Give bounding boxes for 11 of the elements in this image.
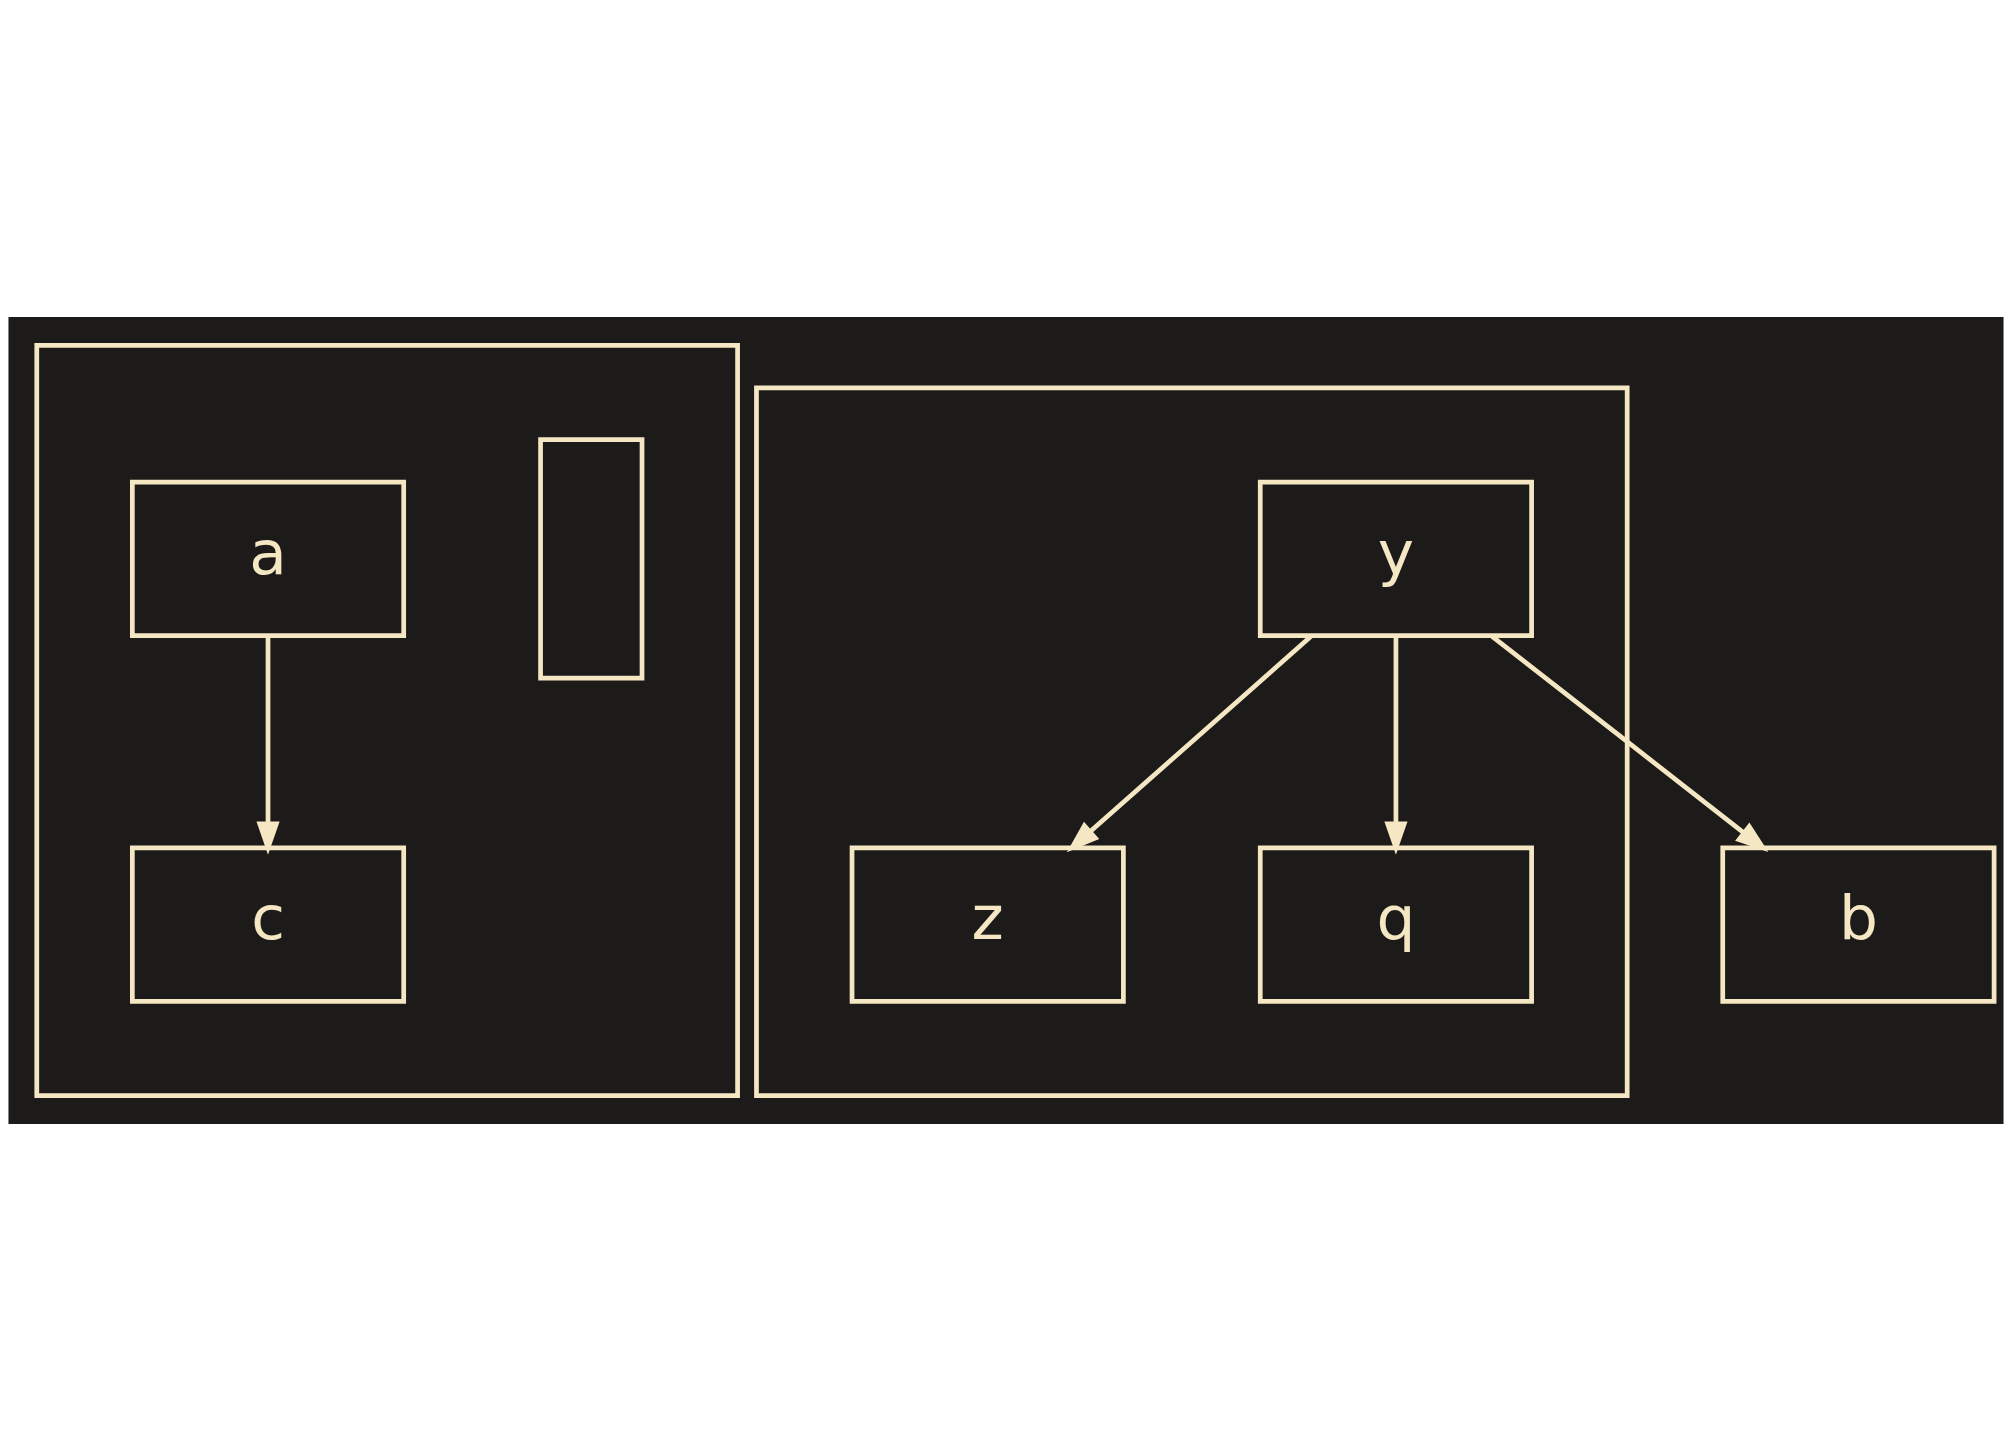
node-box: b xyxy=(1720,845,1997,1004)
cluster xyxy=(754,384,1630,1098)
node-box xyxy=(538,436,645,680)
cluster xyxy=(34,342,740,1098)
node-box: c xyxy=(130,845,407,1004)
node-box: z xyxy=(849,845,1126,1004)
node-box: y xyxy=(1257,479,1534,638)
node-box: q xyxy=(1257,845,1534,1004)
arrow xyxy=(256,635,280,855)
arrow xyxy=(1384,635,1408,855)
node-box: a xyxy=(130,479,407,638)
